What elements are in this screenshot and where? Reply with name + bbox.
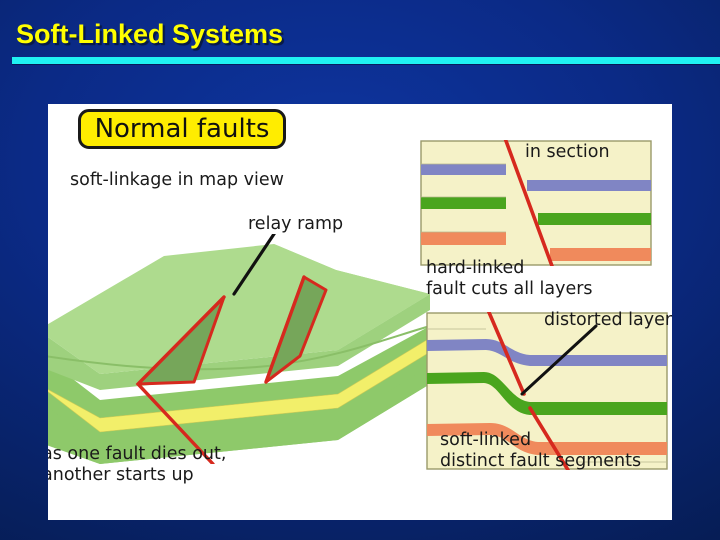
cross-section-hard-linked [420,140,652,266]
section1-bedding-lines [421,163,506,233]
page-title: Soft-Linked Systems [16,19,284,49]
block-front-face-bottom [48,366,430,464]
cross-section-soft-linked [426,312,668,470]
section1-layer-orange-left [421,232,506,245]
fault-trace-east [264,275,306,384]
block-top-surface-right [274,244,430,350]
section2-layer-blue [427,339,667,366]
title-bar: Soft-Linked Systems [0,0,720,80]
soft-linked-caption: soft-linked distinct fault segments [440,430,642,471]
distorted-layer-label: distorted layer [544,310,672,330]
relay-ramp-leader-line [232,234,276,296]
relay-ramp-label: relay ramp [248,214,344,234]
title-divider-rule [12,57,720,64]
section1-layer-green-left [421,197,506,209]
section2-fault-segment-upper [486,312,526,396]
block-front-face-upper [48,294,430,390]
in-section-label: in section [525,142,610,162]
section2-fault-segment-lower [528,406,570,470]
section2-layer-orange [427,423,667,455]
section2-layer-green-distorted [427,372,667,415]
normal-faults-label: Normal faults [94,114,270,144]
section1-layer-orange-right [550,248,651,261]
distorted-layer-leader-line [520,324,598,396]
hard-linked-caption: hard-linked fault cuts all layers [426,258,593,299]
fault-trace-west [135,295,226,464]
map-view-caption: soft-linkage in map view [70,170,284,190]
section1-layer-blue-left [421,164,506,175]
block-layer-contour [48,325,431,371]
figure-panel: Normal faults soft-linkage in map view r… [48,104,672,520]
section1-layer-blue-right [527,180,651,191]
block-diagram-3d [48,234,431,464]
normal-faults-badge: Normal faults [78,109,286,149]
section1-layer-green-right [538,213,651,225]
fault-dies-out-caption: as one fault dies out, another starts up [48,444,227,485]
section2-bedding-lines [427,328,667,463]
section1-fault-line [503,140,554,266]
